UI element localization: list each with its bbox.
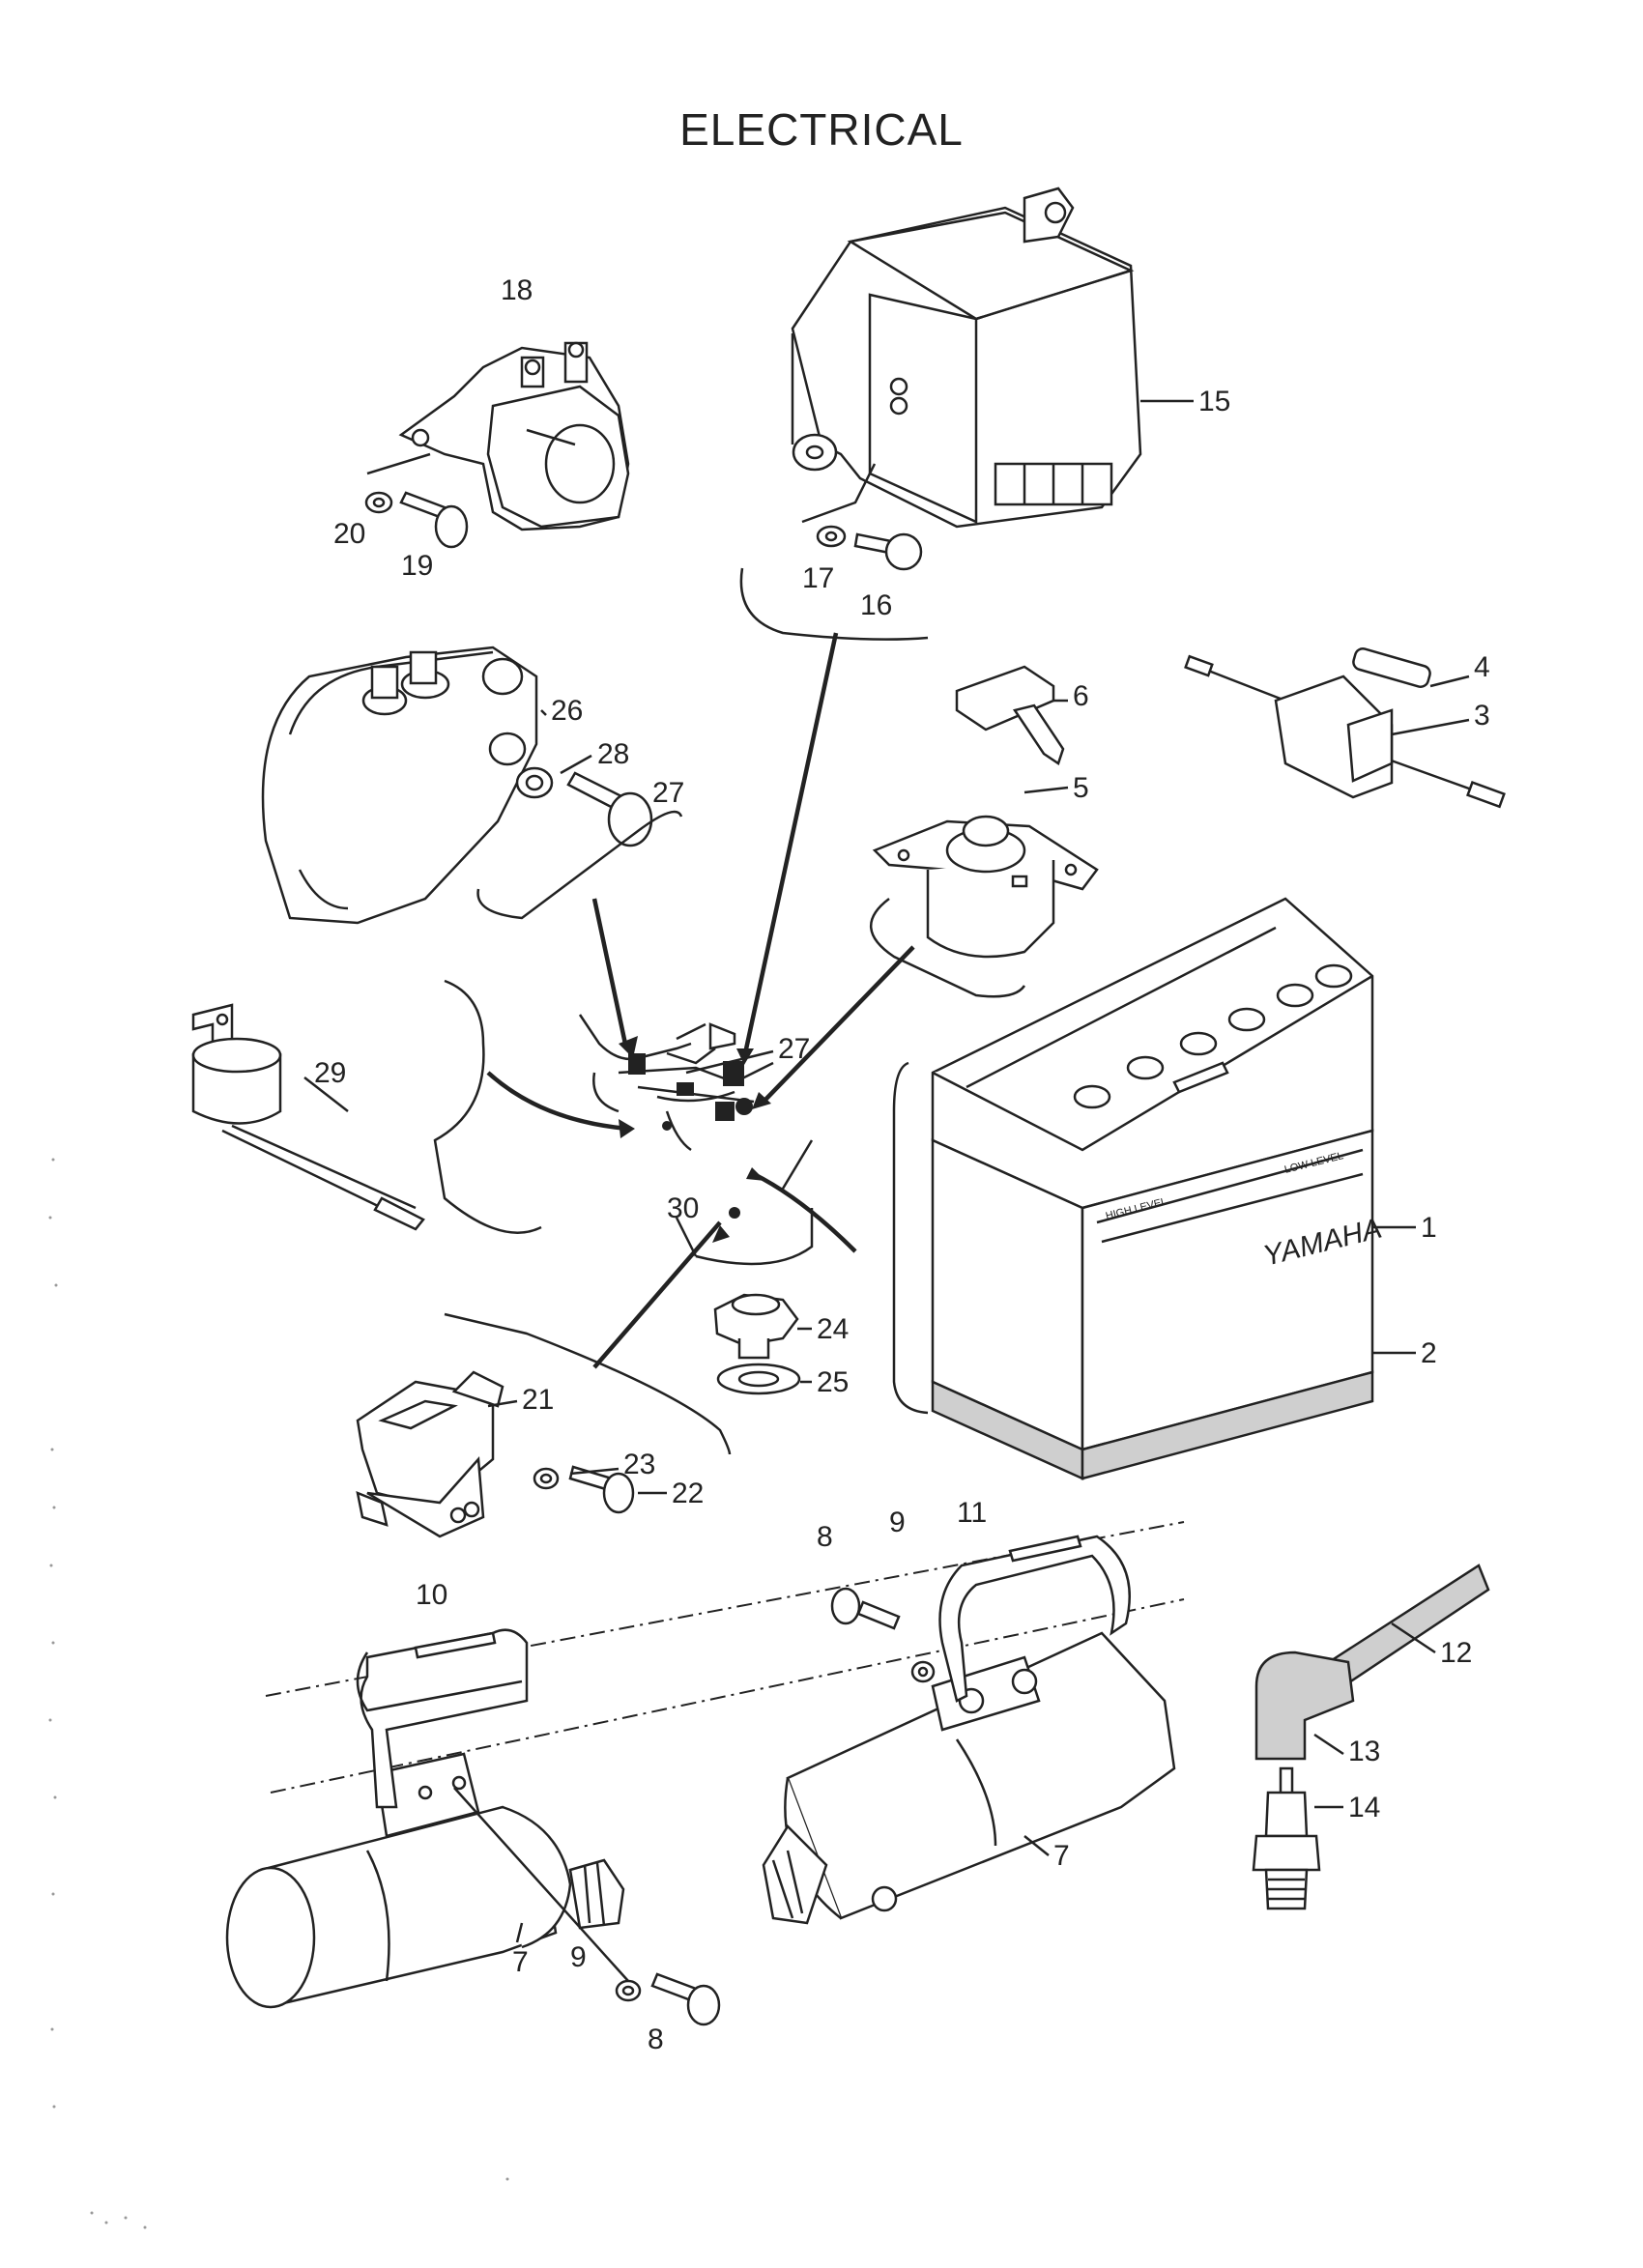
bolt [830,1587,901,1630]
washer [364,491,393,514]
callout-19: 19 [401,550,433,582]
callout-13: 13 [1348,1736,1380,1767]
callout-25: 25 [817,1366,849,1398]
callout-17: 17 [802,562,834,594]
assembly-line [453,1787,629,1982]
bolt [566,771,653,847]
plug-cap [1254,1651,1355,1761]
callout-labels: 1 2 3 4 5 6 7 7 8 8 9 9 10 11 12 13 14 1… [314,274,1490,2055]
main-switch [872,815,1099,959]
callout-18: 18 [501,274,533,306]
group-bracket [892,1061,929,1415]
callout-4: 4 [1474,651,1490,683]
starter-relay [366,341,630,531]
ignition-coil [356,1370,504,1538]
starter-band [938,1535,1131,1703]
washer [533,1467,560,1490]
voltage-regulator [791,187,1142,529]
callout-26: 26 [551,695,583,727]
leader-lines [486,632,915,1369]
callout-15: 15 [1198,386,1230,417]
key [955,665,1065,765]
callout-7a: 7 [512,1946,529,1978]
starter-band [356,1628,529,1809]
callout-14: 14 [1348,1792,1380,1823]
bolt [853,532,923,571]
fuse [1352,647,1431,688]
bolt [650,1972,721,2026]
callout-8b: 8 [817,1521,833,1553]
battery [931,897,1374,1451]
washer [515,766,554,799]
callout-24: 24 [817,1313,849,1345]
group-bracket [476,810,683,920]
callout-2: 2 [1421,1337,1437,1369]
callout-10: 10 [416,1579,447,1611]
callout-23: 23 [623,1449,655,1480]
callout-30: 30 [667,1192,699,1224]
wire-harness [433,979,814,1266]
callout-27b: 27 [778,1033,810,1065]
callout-1: 1 [1421,1212,1437,1244]
flasher-relay [261,646,538,925]
gasket [716,1363,801,1395]
page-title: ELECTRICAL [679,104,964,155]
callout-12: 12 [1440,1637,1472,1669]
group-bracket [444,1312,732,1455]
group-bracket [739,567,929,641]
bolt [399,491,469,549]
battery-pad [931,1370,1374,1480]
washer [910,1660,936,1683]
spark-plug [1252,1766,1321,1910]
starter-motor [225,1752,625,2009]
callout-5: 5 [1073,772,1089,804]
washer [615,1979,642,2002]
callout-7b: 7 [1053,1840,1070,1872]
group-bracket [870,898,1026,998]
callout-6: 6 [1073,680,1089,712]
callout-11: 11 [957,1497,987,1529]
neutral-switch [713,1293,799,1360]
callout-21: 21 [522,1384,554,1416]
callout-9a: 9 [570,1941,587,1973]
horn [191,1003,425,1231]
callout-9b: 9 [889,1507,906,1538]
callout-29: 29 [314,1057,346,1089]
callout-3: 3 [1474,700,1490,732]
callout-16: 16 [860,589,892,621]
callout-22: 22 [672,1478,704,1509]
scan-speckle [48,1158,509,2229]
callout-8a: 8 [648,2024,664,2055]
callout-leaders [303,399,1470,1943]
callout-28: 28 [597,738,629,770]
washer [816,525,847,548]
starter-motor [762,1631,1176,1925]
fuse-holder [1184,654,1506,809]
callout-20: 20 [333,518,365,550]
callout-27a: 27 [652,777,684,809]
